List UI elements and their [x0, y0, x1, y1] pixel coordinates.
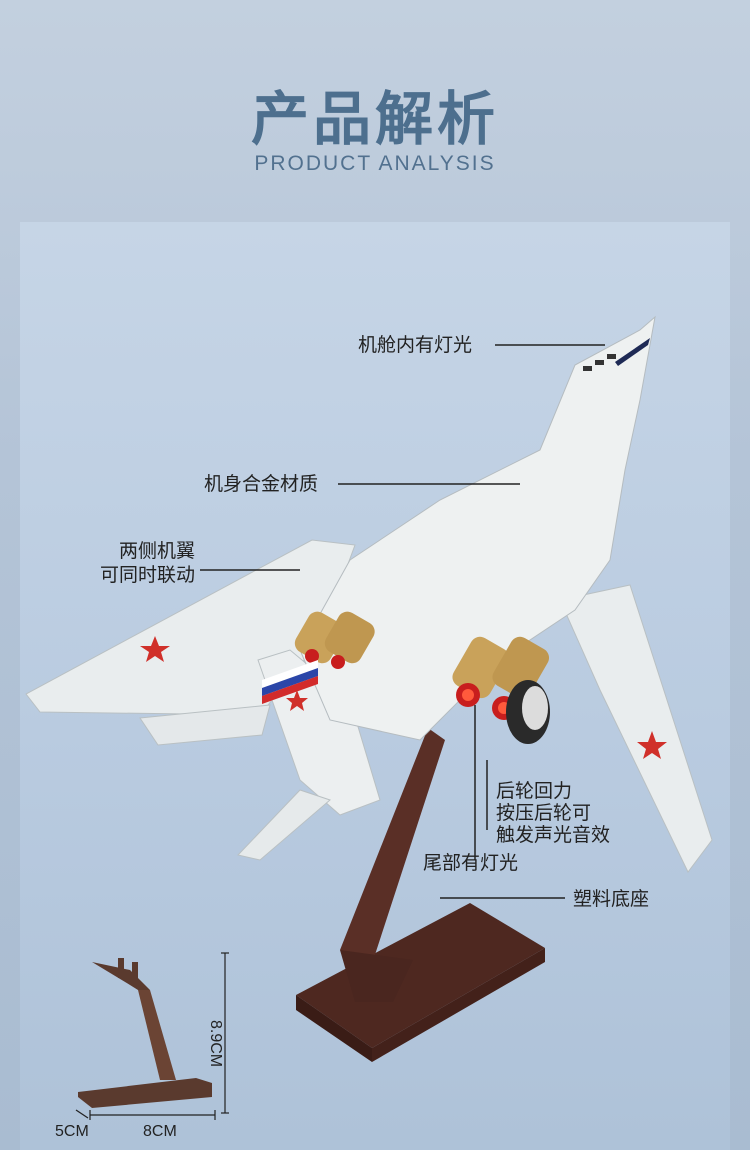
star-decals [140, 636, 667, 759]
callout-wings-line2: 可同时联动 [99, 564, 195, 586]
page-title: 产品解析 [250, 85, 499, 153]
callout-alloy-body: 机身合金材质 [204, 473, 319, 495]
callout-plastic-base: 塑料底座 [573, 888, 650, 910]
dimension-depth: 5CM [55, 1123, 89, 1140]
left-tailplane [139, 704, 271, 746]
engines [294, 611, 550, 720]
stand-dimension-drawing [75, 952, 229, 1120]
callout-rear-wheel-line2: 按压后轮可 [496, 802, 592, 824]
rear-wheel [506, 680, 550, 744]
cockpit [583, 338, 650, 371]
callout-rear-wheel-line1: 后轮回力 [496, 780, 573, 802]
callout-cockpit-light: 机舱内有灯光 [358, 334, 473, 356]
dimension-width: 8CM [143, 1123, 177, 1140]
tail-cone [237, 789, 331, 861]
callout-tail-light: 尾部有灯光 [423, 852, 519, 874]
right-wing [559, 584, 713, 873]
page-subtitle: PRODUCT ANALYSIS [254, 152, 496, 175]
callout-rear-wheel-line3: 触发声光音效 [496, 824, 611, 846]
callout-lines [200, 344, 605, 899]
flag-decal [262, 660, 318, 704]
plastic-stand [296, 728, 545, 1062]
callout-wings-line1: 两侧机翼 [118, 540, 195, 562]
dimension-height: 8.9CM [207, 1020, 224, 1068]
fuselage [299, 315, 656, 741]
